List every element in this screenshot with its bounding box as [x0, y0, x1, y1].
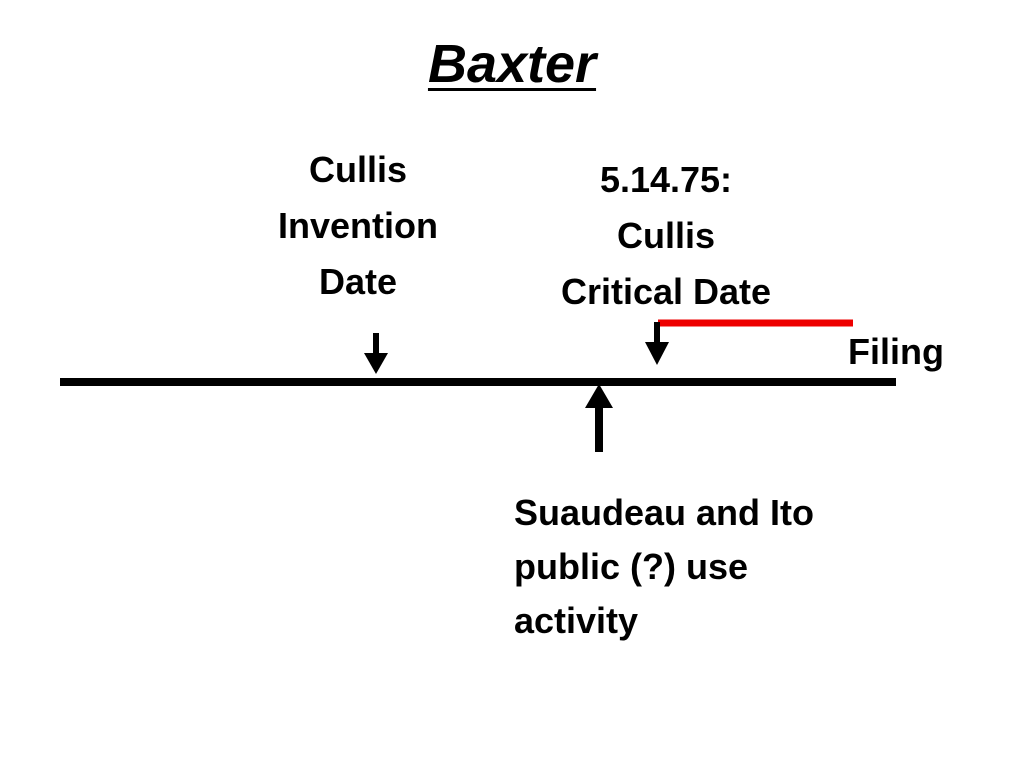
up-arrow-icon [585, 384, 613, 452]
invention-date-label: Cullis Invention Date [238, 142, 478, 310]
invention-label-line: Invention [278, 205, 438, 246]
critical-label-line: 5.14.75: [599, 159, 733, 200]
invention-label-line: Date [318, 261, 398, 302]
slide-title: Baxter [427, 34, 597, 94]
critical-label-line: Cullis [616, 215, 715, 256]
down-arrow-icon [645, 322, 669, 365]
critical-date-label: 5.14.75: Cullis Critical Date [516, 152, 816, 320]
activity-label-line: activity [514, 600, 639, 641]
down-arrow-icon [364, 333, 388, 374]
activity-label-line: public (?) use [514, 546, 748, 587]
filing-label: Filing [848, 331, 944, 372]
critical-label-line: Critical Date [560, 271, 772, 312]
activity-label-line: Suaudeau and Ito [514, 492, 815, 533]
invention-label-line: Cullis [308, 149, 407, 190]
public-use-activity-label: Suaudeau and Ito public (?) use activity [514, 486, 814, 648]
